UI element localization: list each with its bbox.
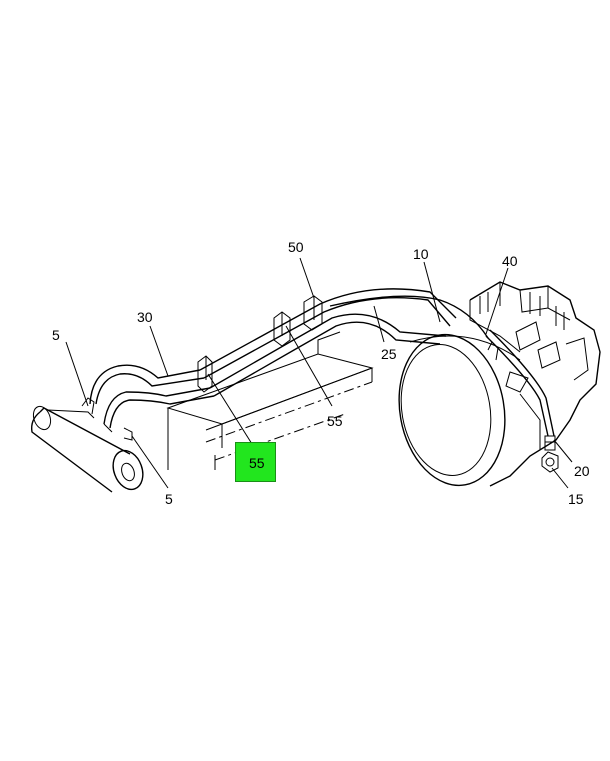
leader-lines	[65, 257, 573, 489]
callout-55-highlight[interactable]: 55	[249, 455, 265, 471]
callout-10[interactable]: 10	[413, 246, 429, 262]
callout-20[interactable]: 20	[574, 463, 590, 479]
callout-15[interactable]: 15	[568, 491, 584, 507]
hose-assembly	[89, 288, 489, 429]
tube-and-fittings	[485, 329, 559, 473]
callout-30[interactable]: 30	[137, 309, 153, 325]
callout-50[interactable]: 50	[288, 239, 304, 255]
highlighted-callout-55[interactable]: 55	[235, 442, 276, 482]
callout-25[interactable]: 25	[381, 346, 397, 362]
callout-5-bottom[interactable]: 5	[165, 491, 173, 507]
callout-40[interactable]: 40	[502, 253, 518, 269]
cylinder-reservoir	[30, 397, 144, 493]
transmission-housing	[398, 281, 601, 487]
callout-5-left[interactable]: 5	[52, 327, 60, 343]
hose-clips	[197, 295, 323, 393]
callout-55-mid[interactable]: 55	[327, 413, 343, 429]
